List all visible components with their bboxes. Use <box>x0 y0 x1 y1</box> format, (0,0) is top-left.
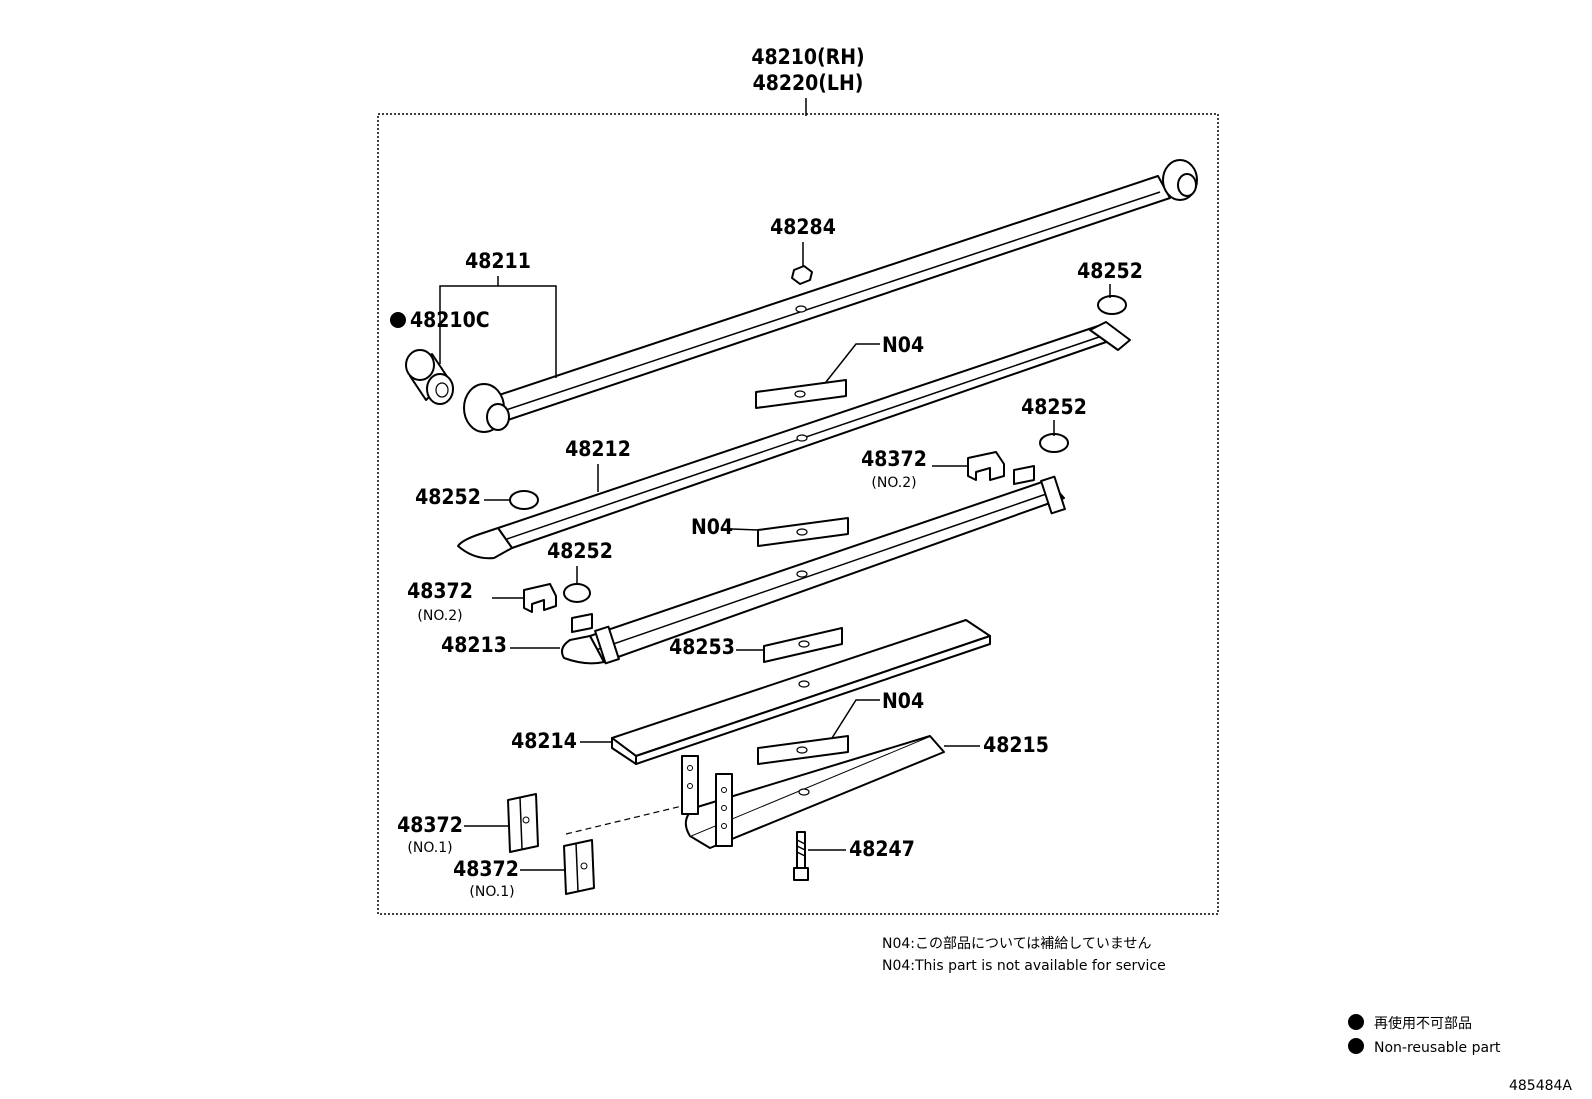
legend-marker-jp <box>1348 1014 1364 1030</box>
spacer-48253 <box>736 627 843 663</box>
label-48252-b: 48252 <box>1021 395 1087 419</box>
label-48252-d: 48252 <box>547 539 613 563</box>
label-48252-a: 48252 <box>1077 259 1143 283</box>
leaf-48214 <box>580 619 991 765</box>
leader-48211 <box>439 285 557 378</box>
pad-48252-d <box>563 583 591 603</box>
diagram-id: 485484A <box>1509 1078 1572 1094</box>
pad-48252-a <box>1097 295 1127 315</box>
title-lh: 48220(LH) <box>753 71 864 95</box>
leaf-48215 <box>565 735 980 849</box>
label-n04-b: N04 <box>691 515 733 539</box>
nut-48284 <box>791 265 813 285</box>
sublabel-no2-upper: (NO.2) <box>871 475 916 491</box>
label-48210c: 48210C <box>410 308 490 332</box>
pad-48252-c <box>509 490 539 510</box>
assembly-frame <box>377 113 1219 915</box>
label-48372-no1-a: 48372 <box>397 813 463 837</box>
clip-48372-no1-b <box>520 839 595 895</box>
leaf-48213 <box>510 465 1066 665</box>
label-48212: 48212 <box>565 437 631 461</box>
clip-48372-no2-lower <box>492 583 557 613</box>
label-48214: 48214 <box>511 729 577 753</box>
sublabel-no1-a: (NO.1) <box>407 840 452 856</box>
assembly-title: 48210(RH) 48220(LH) <box>751 45 865 116</box>
main-leaf-48211 <box>463 159 1198 433</box>
pad-48252-b <box>1039 433 1069 453</box>
label-n04-c: N04 <box>882 689 924 713</box>
title-rh: 48210(RH) <box>751 45 864 69</box>
legend-en: Non-reusable part <box>1374 1040 1501 1056</box>
alignment-dashed-line <box>565 805 683 835</box>
bolt-48247 <box>793 831 846 881</box>
label-48215: 48215 <box>983 733 1049 757</box>
label-48372-no2-upper: 48372 <box>861 447 927 471</box>
label-48372-no1-b: 48372 <box>453 857 519 881</box>
leaf-48212 <box>457 321 1131 560</box>
legend-marker-en <box>1348 1038 1364 1054</box>
label-48284: 48284 <box>770 215 836 239</box>
label-48372-no2-lower: 48372 <box>407 579 473 603</box>
label-n04-a: N04 <box>882 333 924 357</box>
clip-48372-no2-upper <box>932 451 1005 481</box>
label-48252-c: 48252 <box>415 485 481 509</box>
note-jp: N04:この部品については補給していません <box>882 936 1151 952</box>
legend-jp: 再使用不可部品 <box>1374 1015 1472 1032</box>
label-48253: 48253 <box>669 635 735 659</box>
bushing-48210c <box>405 349 454 405</box>
label-48211: 48211 <box>465 249 531 273</box>
sublabel-no1-b: (NO.1) <box>469 884 514 900</box>
non-reusable-marker <box>390 312 406 328</box>
sublabel-no2-lower: (NO.2) <box>417 608 462 624</box>
clip-48372-no1-a <box>464 793 539 853</box>
label-48213: 48213 <box>441 633 507 657</box>
label-48247: 48247 <box>849 837 915 861</box>
legend: 再使用不可部品 Non-reusable part <box>1348 1014 1501 1056</box>
note-en: N04:This part is not available for servi… <box>882 958 1166 974</box>
